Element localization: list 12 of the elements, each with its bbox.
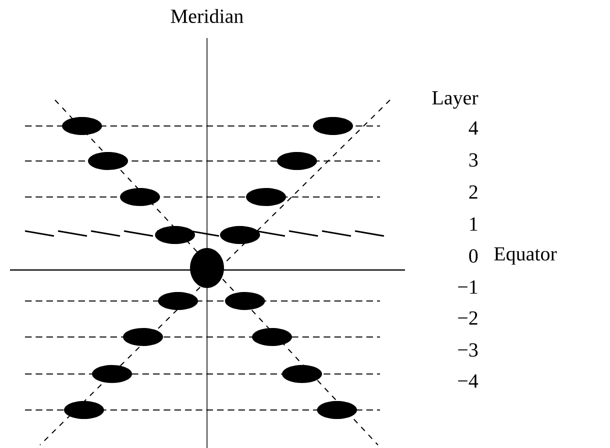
heading: Layer [432, 91, 478, 109]
layer-number: −4 [458, 374, 478, 388]
layer-number: 1 [470, 217, 478, 231]
layer-number: 0 [469, 249, 478, 263]
layer-number: 4 [468, 121, 478, 135]
heading: Equator [494, 247, 557, 265]
layer-number: −2 [458, 311, 478, 325]
layer-number: 3 [469, 153, 478, 167]
layer-number: 2 [469, 185, 478, 199]
layer-number: −3 [458, 343, 478, 357]
layer-number: −1 [458, 280, 478, 294]
heading: Meridian [170, 8, 244, 24]
